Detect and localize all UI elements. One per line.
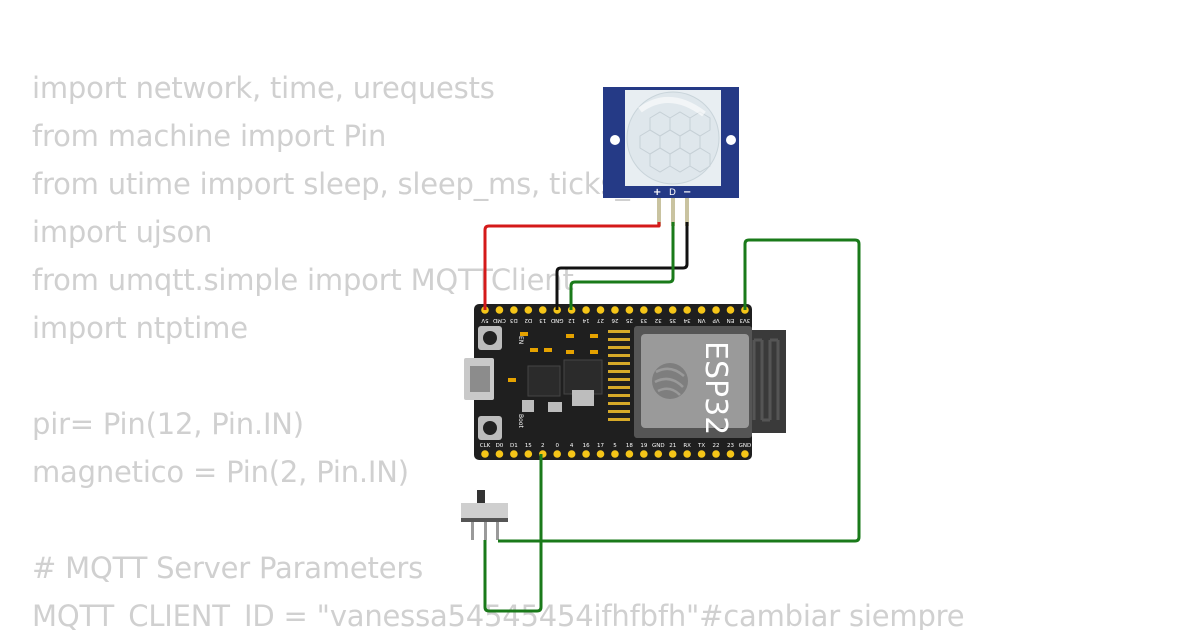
header-pin-top[interactable] — [683, 306, 691, 314]
pin-label: CMD — [493, 317, 506, 323]
code-line: pir= Pin(12, Pin.IN) — [32, 407, 304, 441]
header-pin-top[interactable] — [654, 306, 663, 314]
header-pin-bottom[interactable] — [726, 450, 735, 458]
code-line: # MQTT Server Parameters — [32, 551, 424, 585]
pin-label: 4 — [570, 443, 574, 449]
pin-label: EN — [727, 317, 735, 323]
pin-label: 25 — [625, 317, 632, 323]
pin-label: TX — [697, 443, 705, 449]
header-pin-bottom[interactable] — [611, 450, 619, 458]
pin-label: 21 — [669, 443, 676, 449]
pin-label: 35 — [669, 317, 676, 323]
header-pin-top[interactable] — [538, 306, 547, 314]
header-pin-top[interactable] — [726, 306, 735, 314]
pin-label: CLK — [480, 443, 491, 449]
pin-label: 0 — [555, 443, 559, 449]
code-line: import ujson — [32, 215, 213, 249]
header-pin-bottom[interactable] — [697, 450, 706, 458]
header-pin-top[interactable] — [524, 306, 533, 314]
pin-label: 17 — [597, 443, 604, 449]
wire-switch-3v3[interactable] — [498, 238, 861, 543]
wire-switch-d2[interactable] — [483, 454, 543, 613]
header-pin-bottom[interactable] — [567, 450, 576, 458]
code-line: import network, time, urequests — [32, 71, 495, 105]
pin-label: 27 — [597, 317, 604, 323]
header-pin-top[interactable] — [640, 306, 648, 314]
header-pin-bottom[interactable] — [712, 450, 720, 458]
header-pin-bottom[interactable] — [553, 450, 561, 458]
wire-ground[interactable] — [555, 222, 689, 310]
header-pin-bottom[interactable] — [640, 450, 648, 458]
header-pin-top[interactable] — [510, 306, 518, 314]
header-pin-bottom[interactable] — [741, 450, 749, 458]
wire-power[interactable] — [483, 222, 661, 310]
header-pin-bottom[interactable] — [683, 450, 691, 458]
code-line: from umqtt.simple import MQTTClient — [32, 263, 574, 297]
pin-label: 13 — [539, 317, 546, 323]
pin-label: 5 — [613, 443, 617, 449]
code-line: magnetico = Pin(2, Pin.IN) — [32, 455, 409, 489]
header-pin-top[interactable] — [495, 306, 504, 314]
pin-label: 5V — [481, 317, 488, 323]
pin-label: 15 — [525, 443, 532, 449]
code-editor-background: import network, time, urequests from mach… — [32, 64, 1200, 630]
header-pin-top[interactable] — [712, 306, 720, 314]
header-pin-top[interactable] — [625, 306, 634, 314]
header-pin-bottom[interactable] — [524, 450, 533, 458]
header-pin-top[interactable] — [582, 306, 590, 314]
code-line: from machine import Pin — [32, 119, 387, 153]
pin-label: 16 — [583, 443, 590, 449]
pin-label: 34 — [683, 317, 690, 323]
header-pin-bottom[interactable] — [654, 450, 663, 458]
pin-label: 2 — [541, 443, 545, 449]
pin-label: 12 — [568, 317, 575, 323]
pin-label: 3V3 — [739, 317, 750, 323]
boot-label: Boot — [517, 414, 524, 428]
pin-label: 26 — [611, 317, 618, 323]
code-line: MQTT_CLIENT_ID = "vanessa54545454ifhfbfh… — [32, 599, 965, 630]
esp32-chip-label: ESP32 — [698, 341, 733, 435]
pin-label: 14 — [582, 317, 589, 323]
pin-label: VN — [698, 317, 706, 323]
header-pin-bottom[interactable] — [481, 450, 489, 458]
pir-pin-data: D — [669, 188, 676, 198]
pin-label: GND — [739, 443, 752, 449]
pin-label: 23 — [727, 443, 734, 449]
header-pin-bottom[interactable] — [596, 450, 605, 458]
header-pin-bottom[interactable] — [582, 450, 590, 458]
pin-label: VP — [712, 317, 720, 323]
pin-label: D2 — [524, 317, 532, 323]
pin-label: 32 — [655, 317, 662, 323]
pin-label: 33 — [640, 317, 647, 323]
header-pin-bottom[interactable] — [625, 450, 634, 458]
pir-pin-plus: + — [653, 187, 661, 198]
pin-label: D3 — [510, 317, 518, 323]
pin-label: 22 — [713, 443, 720, 449]
header-pin-bottom[interactable] — [668, 450, 677, 458]
slide-switch[interactable] — [461, 490, 508, 540]
en-label: EN — [517, 336, 524, 344]
header-pin-top[interactable] — [611, 306, 619, 314]
header-pin-top[interactable] — [697, 306, 706, 314]
code-line: import ntptime — [32, 311, 248, 345]
header-pin-bottom[interactable] — [510, 450, 518, 458]
pin-label: 19 — [640, 443, 647, 449]
pin-label: D0 — [496, 443, 504, 449]
header-pin-bottom[interactable] — [495, 450, 504, 458]
pin-label: RX — [683, 443, 691, 449]
pin-label: GND — [551, 317, 564, 323]
pir-sensor[interactable]: + D − — [603, 87, 739, 226]
header-pin-top[interactable] — [596, 306, 605, 314]
pin-label: 18 — [626, 443, 633, 449]
pin-label: D1 — [510, 443, 518, 449]
pir-pin-minus: − — [683, 187, 691, 198]
wire-pir-signal[interactable] — [569, 222, 675, 310]
pin-label: GND — [652, 443, 665, 449]
header-pin-top[interactable] — [668, 306, 677, 314]
